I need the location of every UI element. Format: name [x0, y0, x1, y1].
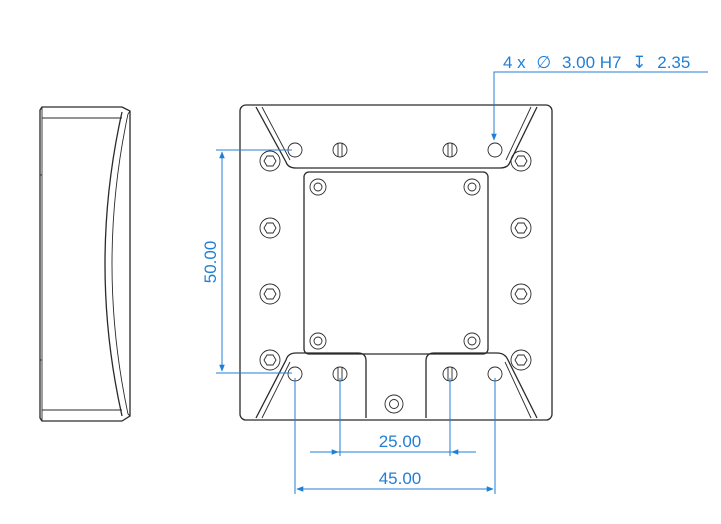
slot-screws — [332, 142, 458, 382]
front-view — [239, 104, 553, 421]
dimensions — [216, 71, 708, 494]
callout-count: 4 x — [503, 53, 526, 72]
inner-plate-screws — [309, 178, 481, 350]
callout-depth: 2.35 — [657, 53, 690, 72]
depth-icon: ↧ — [632, 53, 646, 72]
dim-vertical-label: 50.00 — [201, 241, 220, 284]
pin-holes — [287, 142, 503, 382]
dim-outer-horizontal-label: 45.00 — [379, 469, 422, 488]
side-view — [39, 106, 131, 422]
dim-inner-horizontal-label: 25.00 — [379, 432, 422, 451]
diameter-symbol: ∅ — [536, 53, 551, 72]
callout-label: 4 x ∅ 3.00 H7 ↧ 2.35 — [503, 53, 690, 72]
side-bolts — [259, 150, 532, 371]
callout-size: 3.00 H7 — [562, 53, 622, 72]
